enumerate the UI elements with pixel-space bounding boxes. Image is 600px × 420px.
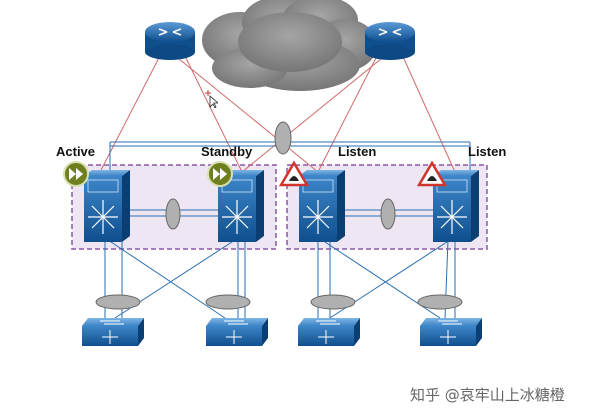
uplinks xyxy=(99,49,456,173)
access-switch-icon xyxy=(206,318,268,346)
access-switch-icon xyxy=(420,318,482,346)
watermark: 知乎 @哀牢山上冰糖橙 xyxy=(410,386,565,404)
core-switch-icon xyxy=(84,170,130,242)
fast-forward-icon xyxy=(207,161,233,187)
link-bundle-icon xyxy=(95,294,141,310)
label-listen: Listen xyxy=(468,144,507,159)
label-active: Active xyxy=(56,144,96,159)
core-switch-icon xyxy=(218,170,264,242)
downlinks xyxy=(104,239,456,319)
router-icon xyxy=(145,22,195,60)
core-switch-icon xyxy=(433,170,479,242)
link-bundle-icon xyxy=(205,294,251,310)
cursor-icon xyxy=(205,90,218,108)
cloud-icon xyxy=(202,0,377,91)
fast-forward-icon xyxy=(63,161,89,187)
label-listen: Listen xyxy=(338,144,377,159)
warning-triangle-icon xyxy=(278,160,310,187)
router-icon xyxy=(365,22,415,60)
link-bundle-icon xyxy=(165,198,181,230)
link-bundle-icon xyxy=(380,198,396,230)
link-bundle-icon xyxy=(310,294,356,310)
core-switch-icon xyxy=(299,170,345,242)
access-switch-icon xyxy=(82,318,144,346)
link-bundle-icon xyxy=(274,121,292,155)
access-switch-icon xyxy=(298,318,360,346)
label-standby: Standby xyxy=(201,144,253,159)
warning-triangle-icon xyxy=(416,160,448,187)
link-bundle-icon xyxy=(417,294,463,310)
